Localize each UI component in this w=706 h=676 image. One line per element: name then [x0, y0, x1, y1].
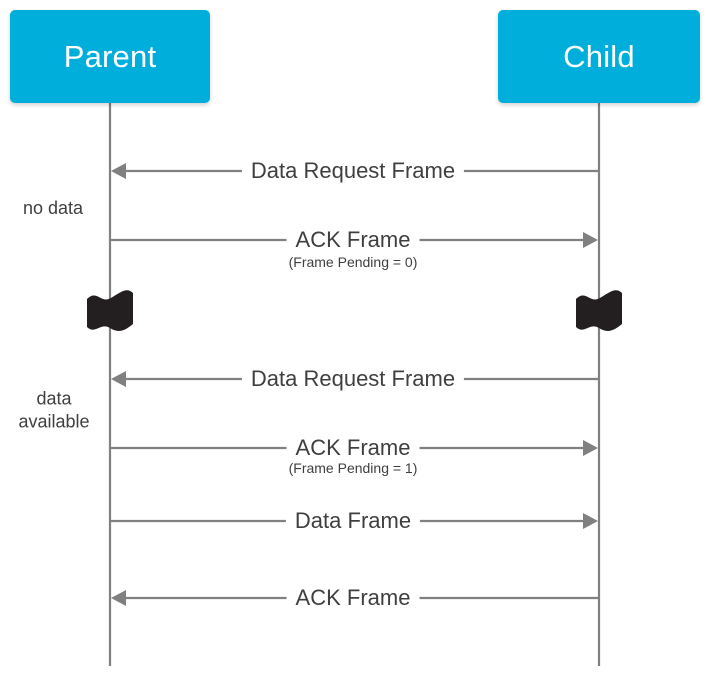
arrowhead-msg-3	[111, 371, 126, 387]
actor-label-parent: Parent	[63, 39, 157, 74]
message-label-msg-1: Data Request Frame	[241, 160, 465, 182]
break-symbol-break-child	[576, 290, 622, 331]
actor-box-parent[interactable]: Parent	[10, 10, 210, 103]
arrowhead-msg-1	[111, 163, 126, 179]
break-symbol-break-parent	[87, 290, 133, 331]
arrowhead-msg-6	[111, 590, 126, 606]
lifelines-group	[108, 103, 601, 666]
arrowhead-msg-4	[583, 440, 598, 456]
message-label-msg-4: ACK Frame	[286, 437, 420, 459]
arrowhead-msg-2	[583, 232, 598, 248]
message-label-msg-6: ACK Frame	[286, 587, 420, 609]
message-label-msg-2: ACK Frame	[286, 229, 420, 251]
note-data-available: data available	[18, 388, 90, 432]
message-sublabel-msg-4: (Frame Pending = 1)	[282, 461, 424, 475]
arrowhead-msg-5	[583, 513, 598, 529]
break-symbols-group	[87, 290, 622, 331]
actor-box-child[interactable]: Child	[498, 10, 700, 103]
message-label-msg-3: Data Request Frame	[241, 368, 465, 390]
message-label-msg-5: Data Frame	[285, 510, 421, 532]
actor-label-child: Child	[563, 39, 635, 74]
note-no-data: no data	[22, 197, 84, 218]
message-sublabel-msg-2: (Frame Pending = 0)	[282, 255, 424, 269]
